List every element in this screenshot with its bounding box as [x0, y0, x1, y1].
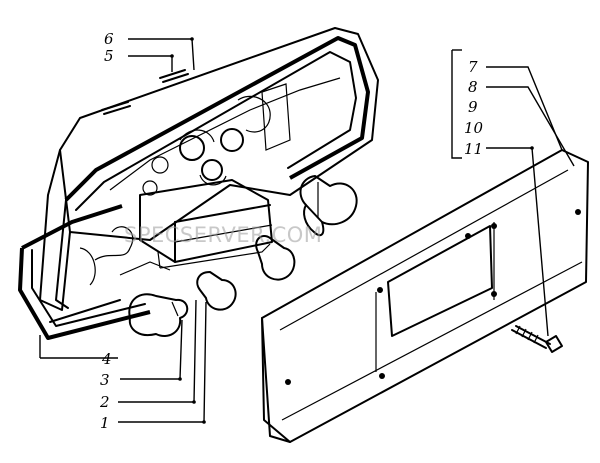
- callout-1: 1: [100, 414, 110, 432]
- bulb-small-center: [255, 234, 296, 281]
- callout-5: 5: [104, 47, 114, 65]
- callout-9: 9: [468, 98, 478, 116]
- callout-10: 10: [464, 119, 484, 137]
- bulb-large-center: [299, 175, 358, 237]
- watermark-text: SPECSERVER.COM: [124, 223, 322, 247]
- callout-2: 2: [99, 393, 110, 411]
- screw-fastener: [511, 325, 563, 353]
- callout-7: 7: [468, 58, 478, 76]
- lamp-lens: [261, 149, 589, 443]
- callout-leaders: [39, 37, 575, 424]
- gasket-outline: [18, 204, 151, 340]
- callout-11: 11: [464, 140, 483, 158]
- callout-8: 8: [468, 78, 478, 96]
- callout-3: 3: [100, 371, 110, 389]
- callout-6: 6: [104, 30, 114, 48]
- callout-labels: 6 5 4 3 2 1 7 8 9 10 11: [99, 30, 484, 432]
- callout-4: 4: [101, 350, 112, 368]
- bulb-large-lower: [128, 293, 189, 337]
- lamp-housing: [39, 27, 379, 311]
- bulb-small-lower: [196, 271, 237, 311]
